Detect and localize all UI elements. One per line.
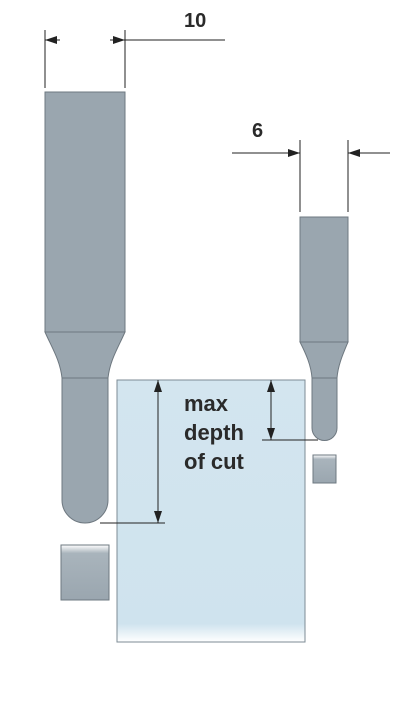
workpiece-block: [116, 379, 306, 643]
large-cutter-shank: [44, 91, 126, 333]
dimension-6-label: 6: [252, 120, 263, 142]
dimension-10: [44, 30, 225, 88]
dimension-10-label: 10: [184, 10, 206, 32]
max-depth-large: [100, 380, 165, 524]
large-cutter-tip: [61, 377, 109, 524]
large-cutter: [44, 91, 126, 524]
small-slot-sample: [312, 454, 337, 484]
annotation-line-depth: depth: [184, 420, 244, 445]
annotation-line-max: max: [184, 391, 229, 416]
small-cutter: [299, 216, 349, 441]
large-slot-sample: [60, 544, 110, 601]
small-cutter-shank: [299, 216, 349, 343]
dimension-6: [232, 140, 390, 212]
annotation-line-of-cut: of cut: [184, 449, 245, 474]
small-cutter-neck: [299, 341, 349, 379]
large-cutter-neck: [44, 331, 126, 379]
max-depth-small: [262, 380, 318, 441]
small-cutter-tip: [311, 377, 338, 441]
